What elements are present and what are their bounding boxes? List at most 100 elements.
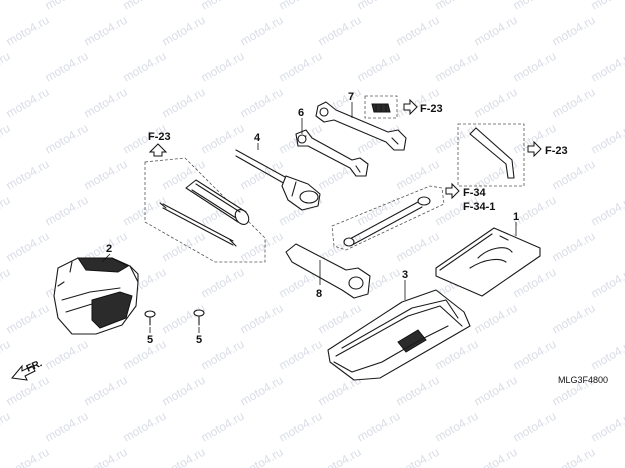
tool-clip[interactable] <box>371 103 391 113</box>
watermark-text: moto4.ru <box>160 445 208 468</box>
watermark-text: moto4.ru <box>82 157 130 193</box>
watermark-text: moto4.ru <box>160 13 208 49</box>
part-1-manual-bag[interactable] <box>435 227 541 297</box>
callout-2: 2 <box>106 243 112 255</box>
watermark-text: moto4.ru <box>4 229 52 265</box>
callout-1: 1 <box>513 211 519 223</box>
watermark-text: moto4.ru <box>0 0 13 13</box>
watermark-text: moto4.ru <box>277 0 325 13</box>
watermark-text: moto4.ru <box>277 49 325 85</box>
watermark-text: moto4.ru <box>511 0 559 13</box>
callout-7: 7 <box>348 91 354 103</box>
watermark-text: moto4.ru <box>238 445 286 468</box>
watermark-text: moto4.ru <box>4 373 52 409</box>
watermark-text: moto4.ru <box>589 409 625 445</box>
watermark-text: moto4.ru <box>121 49 169 85</box>
watermark-text: moto4.ru <box>277 409 325 445</box>
part-5-screw-b[interactable] <box>193 309 205 326</box>
watermark-text: moto4.ru <box>433 121 481 157</box>
screwdriver-bit[interactable] <box>159 202 237 247</box>
watermark-text: moto4.ru <box>394 13 442 49</box>
screwdriver-handle[interactable] <box>185 179 252 227</box>
callout-3: 3 <box>402 269 408 281</box>
callout-6: 6 <box>298 107 304 119</box>
watermark-text: moto4.ru <box>121 337 169 373</box>
watermark-text: moto4.ru <box>43 193 91 229</box>
watermark-text: moto4.ru <box>82 373 130 409</box>
watermark-text: moto4.ru <box>199 337 247 373</box>
watermark-text: moto4.ru <box>121 409 169 445</box>
watermark-text: moto4.ru <box>511 49 559 85</box>
tool-strap[interactable] <box>343 196 431 247</box>
ref-arrow-right-f23-top[interactable]: F-23 <box>403 98 443 116</box>
watermark-text: moto4.ru <box>4 85 52 121</box>
watermark-text: moto4.ru <box>43 337 91 373</box>
watermark-text: moto4.ru <box>589 0 625 13</box>
part-2-tool-case-cover[interactable] <box>53 257 139 335</box>
watermark-text: moto4.ru <box>511 337 559 373</box>
ref-arrow-up-f23-left[interactable]: F-23 <box>148 131 171 157</box>
watermark-text: moto4.ru <box>472 301 520 337</box>
watermark-text: moto4.ru <box>316 13 364 49</box>
part-7-double-wrench[interactable] <box>315 101 407 151</box>
hex-wrench[interactable] <box>469 127 515 179</box>
part-3-tool-roll[interactable] <box>327 289 471 381</box>
drawing-code: MLG3F4800 <box>558 375 608 385</box>
part-5-screw-a[interactable] <box>144 310 156 326</box>
watermark-text: moto4.ru <box>589 121 625 157</box>
watermark-text: moto4.ru <box>433 0 481 13</box>
watermark-text: moto4.ru <box>199 409 247 445</box>
watermark-text: moto4.ru <box>0 49 13 85</box>
watermark-text: moto4.ru <box>238 373 286 409</box>
watermark-text: moto4.ru <box>394 373 442 409</box>
watermark-text: moto4.ru <box>4 13 52 49</box>
screwdriver-group-outline <box>144 157 266 263</box>
watermark-text: moto4.ru <box>277 337 325 373</box>
part-8-box-wrench[interactable] <box>285 243 371 299</box>
watermark-text: moto4.ru <box>82 13 130 49</box>
part-6-open-wrench[interactable] <box>295 129 369 177</box>
watermark-text: moto4.ru <box>0 121 13 157</box>
callout-5a: 5 <box>147 334 153 346</box>
watermark-text: moto4.ru <box>199 265 247 301</box>
watermark-text: moto4.ru <box>355 49 403 85</box>
watermark-text: moto4.ru <box>589 193 625 229</box>
part-4-plug-wrench[interactable] <box>235 149 321 211</box>
watermark-text: moto4.ru <box>433 49 481 85</box>
watermark-text: moto4.ru <box>589 49 625 85</box>
ref-label-f34: F-34 <box>463 187 487 199</box>
watermark-text: moto4.ru <box>160 373 208 409</box>
callout-4: 4 <box>254 132 261 144</box>
watermark-text: moto4.ru <box>238 13 286 49</box>
watermark-text: moto4.ru <box>511 409 559 445</box>
watermark-text: moto4.ru <box>0 193 13 229</box>
clip-group-outline <box>364 95 398 119</box>
ref-label-f34-1: F-34-1 <box>463 201 495 213</box>
watermark-text: moto4.ru <box>472 373 520 409</box>
watermark-text: moto4.ru <box>472 445 520 468</box>
watermark-text: moto4.ru <box>394 445 442 468</box>
watermark-text: moto4.ru <box>43 409 91 445</box>
hex-wrench-group-outline <box>457 123 525 187</box>
watermark-text: moto4.ru <box>550 229 598 265</box>
watermark-text: moto4.ru <box>160 229 208 265</box>
ref-arrow-right-f34[interactable]: F-34 F-34-1 <box>445 182 495 213</box>
watermark-text: moto4.ru <box>550 157 598 193</box>
ref-arrow-right-f23-right[interactable]: F-23 <box>527 140 568 158</box>
front-direction-label: FR. <box>25 358 44 375</box>
watermark-text: moto4.ru <box>238 229 286 265</box>
watermark-text: moto4.ru <box>4 445 52 468</box>
watermark-text: moto4.ru <box>0 409 13 445</box>
watermark-text: moto4.ru <box>238 157 286 193</box>
ref-label-f23-top: F-23 <box>420 103 443 115</box>
watermark-text: moto4.ru <box>238 85 286 121</box>
watermark-text: moto4.ru <box>394 157 442 193</box>
watermark-text: moto4.ru <box>589 337 625 373</box>
watermark-text: moto4.ru <box>199 49 247 85</box>
watermark-text: moto4.ru <box>355 409 403 445</box>
watermark-text: moto4.ru <box>550 301 598 337</box>
watermark-text: moto4.ru <box>355 0 403 13</box>
